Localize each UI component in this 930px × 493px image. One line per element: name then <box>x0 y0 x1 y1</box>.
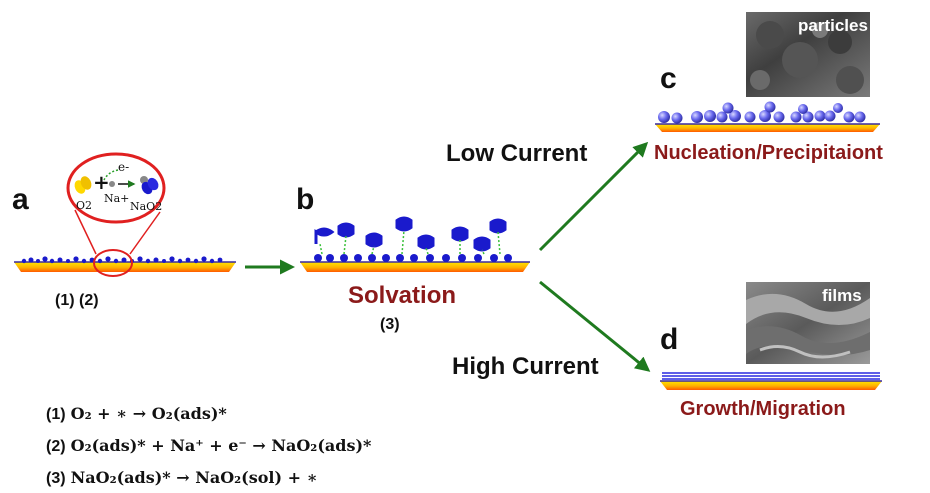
equation-3-text: NaO₂(ads)* → NaO₂(sol) + ∗ <box>70 468 318 487</box>
sem-label-particles: particles <box>798 16 868 35</box>
condition-low-current: Low Current <box>446 140 588 167</box>
equation-2-number: (2) <box>46 438 66 455</box>
inset-electron-label: e- <box>118 160 130 174</box>
na-ion-icon <box>109 181 115 187</box>
inset-plus-label: + <box>93 170 110 194</box>
inset-o2-label: O2 <box>76 199 93 212</box>
equation-2: (2) O₂(ads)* + Na⁺ + e⁻ → NaO₂(ads)* <box>46 436 371 456</box>
inset-magnifier <box>66 152 166 277</box>
equation-3-number: (3) <box>46 470 66 487</box>
electrode-b <box>300 216 530 272</box>
solvated-flags-b <box>314 216 507 252</box>
equation-1-text: O₂ + ∗ → O₂(ads)* <box>70 404 227 423</box>
particles-c <box>658 101 866 124</box>
sem-image-particles <box>746 12 870 97</box>
equation-3: (3) NaO₂(ads)* → NaO₂(sol) + ∗ <box>46 468 318 488</box>
o2-molecule-icon <box>74 176 92 194</box>
sem-label-films: films <box>822 286 862 305</box>
equation-1-number: (1) <box>46 406 66 423</box>
equation-1: (1) O₂ + ∗ → O₂(ads)* <box>46 404 227 424</box>
steps-a-label: (1) (2) <box>55 292 99 309</box>
process-growth: Growth/Migration <box>680 398 846 420</box>
sem-image-films <box>746 282 870 364</box>
inset-nao2-label: NaO2 <box>130 200 163 213</box>
panel-label-a: a <box>12 183 29 216</box>
inset-na-label: Na+ <box>104 192 130 205</box>
equation-2-text: O₂(ads)* + Na⁺ + e⁻ → NaO₂(ads)* <box>70 436 372 455</box>
electrode-c <box>655 101 880 132</box>
electrode-d <box>660 372 882 390</box>
process-solvation: Solvation <box>348 282 457 309</box>
film-layers-d <box>662 372 880 380</box>
panel-label-d: d <box>660 323 679 356</box>
arrow-b-to-d <box>539 280 651 372</box>
process-nucleation: Nucleation/Precipitaiont <box>654 142 883 164</box>
condition-high-current: High Current <box>452 353 599 380</box>
panel-label-b: b <box>296 183 315 216</box>
adsorbed-layer-a <box>21 256 223 264</box>
step-b-label: (3) <box>380 316 400 333</box>
solvation-arrows-b <box>319 229 501 255</box>
nao2-molecule-icon <box>140 176 159 195</box>
arrow-b-to-c <box>538 141 649 252</box>
panel-label-c: c <box>660 62 677 95</box>
surface-molecules-b <box>314 254 512 262</box>
electrode-a <box>14 256 236 272</box>
